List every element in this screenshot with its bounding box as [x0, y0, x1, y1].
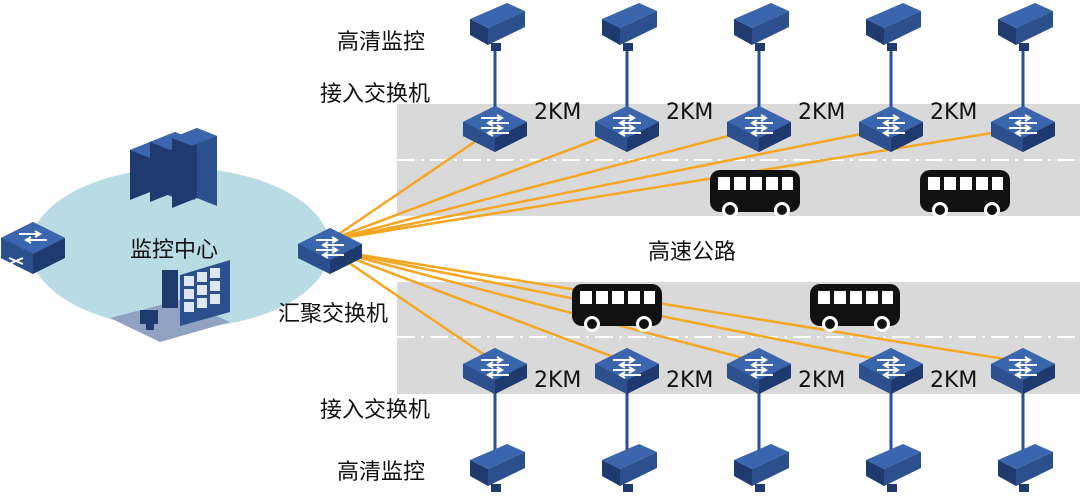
label-cam-top: 高清监控	[337, 30, 426, 55]
monitor-wall-icon	[110, 260, 230, 342]
distance-label: 2KM	[930, 100, 978, 125]
camera-icon	[734, 3, 789, 51]
camera-icon	[998, 444, 1053, 492]
server-rack-icon	[130, 128, 217, 208]
bus-icon	[810, 284, 900, 332]
camera-icon	[602, 444, 657, 492]
label-cam-bottom: 高清监控	[337, 460, 426, 485]
camera-icon	[998, 3, 1053, 51]
label-control-center: 监控中心	[130, 238, 219, 263]
camera-icon	[734, 444, 789, 492]
bus-icon	[710, 170, 800, 218]
distance-label: 2KM	[798, 100, 846, 125]
distance-label: 2KM	[534, 100, 582, 125]
bus-icon	[572, 284, 662, 332]
camera-icon	[866, 444, 921, 492]
distance-label: 2KM	[666, 368, 714, 393]
control-center-area	[30, 168, 330, 328]
camera-icon	[470, 3, 525, 51]
distance-label: 2KM	[930, 368, 978, 393]
label-access-bottom: 接入交换机	[320, 398, 431, 423]
label-highway: 高速公路	[648, 240, 737, 265]
label-access-top: 接入交换机	[320, 82, 431, 107]
distance-label: 2KM	[666, 100, 714, 125]
camera-icon	[602, 3, 657, 51]
camera-icon	[866, 3, 921, 51]
distance-label: 2KM	[534, 368, 582, 393]
label-aggregation: 汇聚交换机	[278, 302, 389, 327]
top-poles	[493, 48, 1025, 110]
distance-label: 2KM	[798, 368, 846, 393]
router-icon	[1, 222, 65, 274]
camera-icon	[470, 444, 525, 492]
bus-icon	[920, 170, 1010, 218]
